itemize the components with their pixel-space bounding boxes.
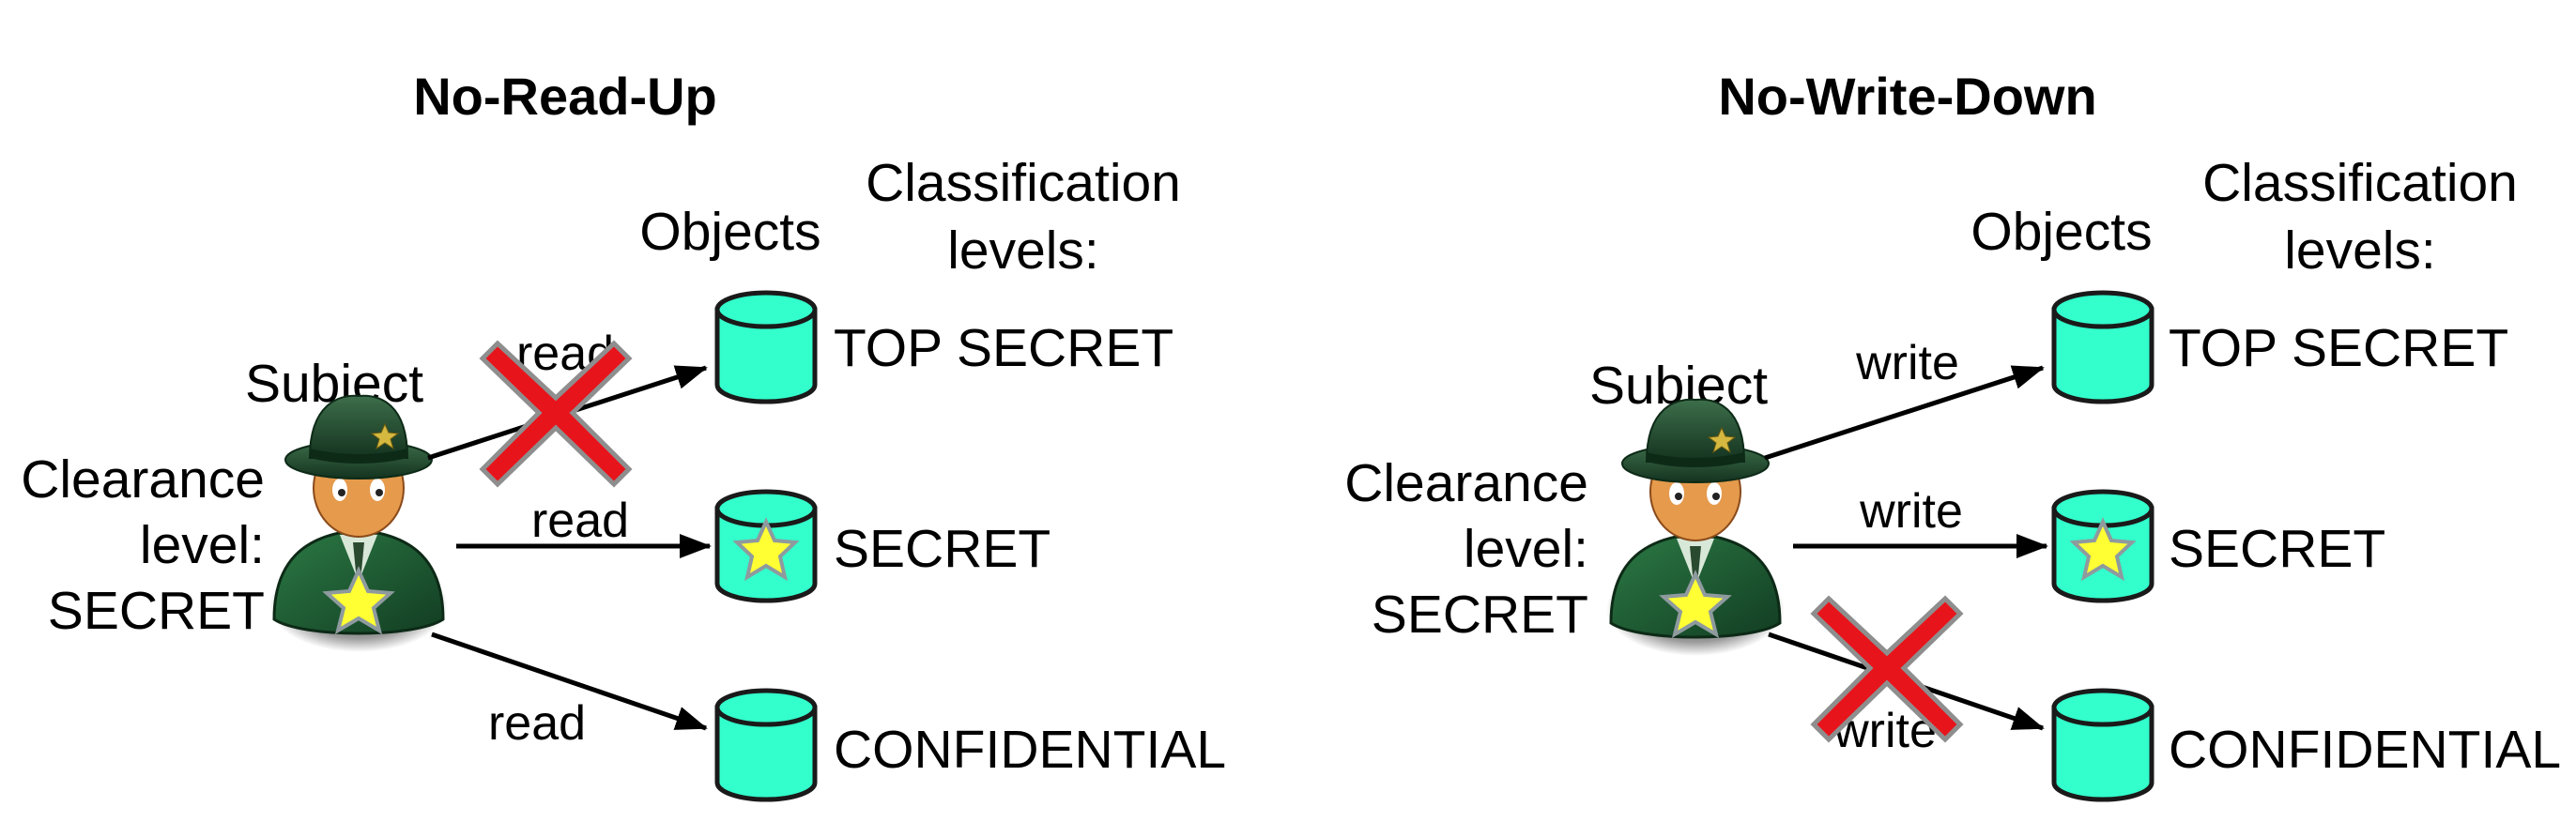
spy-agent-icon bbox=[1606, 398, 1785, 656]
classification-label-line1: Classification bbox=[2202, 153, 2518, 213]
object-confidential-icon bbox=[2051, 688, 2154, 802]
object-top-secret-icon bbox=[2051, 290, 2154, 404]
clearance-label-line1: Clearance bbox=[21, 449, 265, 510]
object-secret-icon bbox=[2051, 489, 2154, 603]
clearance-label-line1: Clearance bbox=[1344, 453, 1588, 513]
level-confidential: CONFIDENTIAL bbox=[2169, 720, 2561, 780]
objects-label: Objects bbox=[1970, 202, 2152, 262]
edge-label-top-secret: write bbox=[1855, 336, 1959, 390]
edge-label-confidential: read bbox=[488, 696, 586, 751]
level-secret: SECRET bbox=[834, 519, 1050, 579]
objects-label: Objects bbox=[639, 202, 820, 262]
object-top-secret-icon bbox=[714, 290, 818, 404]
classification-label-line2: levels: bbox=[947, 221, 1099, 281]
panel-title: No-Write-Down bbox=[1718, 67, 2096, 126]
level-secret: SECRET bbox=[2169, 519, 2385, 579]
level-confidential: CONFIDENTIAL bbox=[834, 720, 1226, 780]
clearance-label-line2: level: bbox=[1464, 519, 1588, 579]
edge-arrow-top-secret bbox=[1764, 365, 2045, 461]
clearance-label-line3: SECRET bbox=[48, 581, 265, 641]
panel-no-read-up: No-Read-Up Objects Classification levels… bbox=[21, 67, 1226, 802]
blocked-cross-icon bbox=[479, 340, 633, 488]
object-secret-icon bbox=[714, 489, 818, 603]
spy-agent-icon bbox=[269, 394, 448, 652]
panel-title: No-Read-Up bbox=[413, 67, 717, 126]
level-top-secret: TOP SECRET bbox=[834, 318, 1173, 378]
blocked-cross-icon bbox=[1810, 595, 1964, 743]
object-confidential-icon bbox=[714, 688, 818, 802]
level-top-secret: TOP SECRET bbox=[2169, 318, 2508, 378]
classification-label-line2: levels: bbox=[2284, 221, 2436, 281]
clearance-label-line3: SECRET bbox=[1372, 585, 1588, 645]
edge-arrow-confidential bbox=[431, 632, 708, 731]
panel-no-write-down: No-Write-Down Objects Classification lev… bbox=[1344, 67, 2561, 802]
edge-label-secret: write bbox=[1859, 484, 1963, 539]
classification-label-line1: Classification bbox=[866, 153, 1181, 213]
edge-label-secret: read bbox=[531, 494, 629, 548]
clearance-label-line2: level: bbox=[140, 515, 265, 575]
